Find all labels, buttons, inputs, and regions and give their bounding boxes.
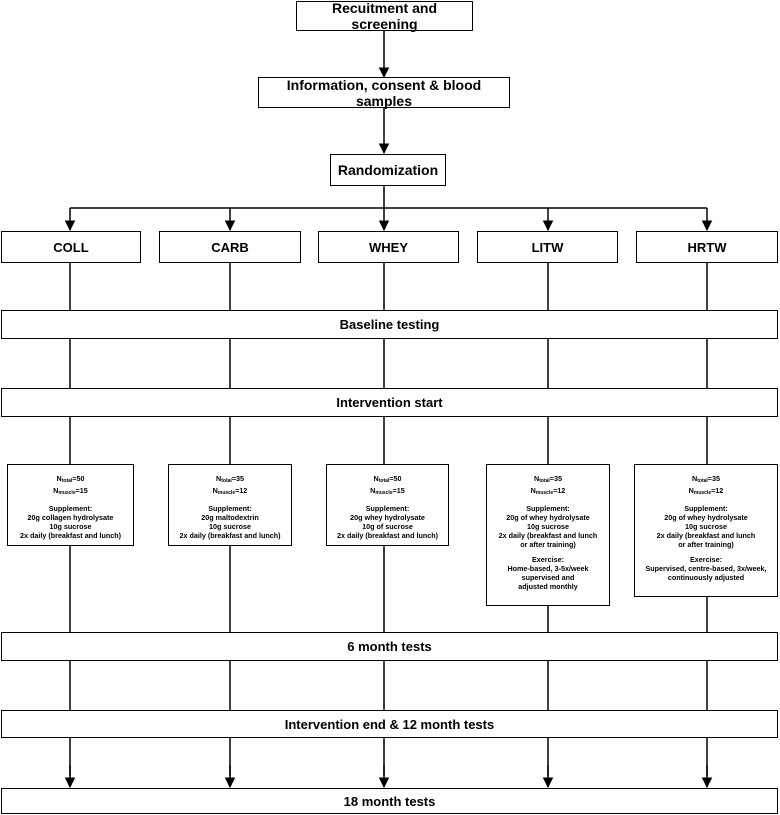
n-total: Ntotal=35 [216, 474, 244, 484]
arm-detail-litw: Ntotal=35 Nmuscle=12 Supplement: 20g of … [486, 464, 610, 606]
exercise-title: Exercise: [690, 555, 722, 564]
n-total: Ntotal=50 [56, 474, 85, 484]
eighteen-month-tests-label: 18 month tests [343, 793, 436, 809]
exercise-line: supervised and [521, 573, 575, 582]
exercise-line: adjusted monthly [518, 582, 578, 591]
arm-label: CARB [211, 239, 249, 255]
arm-label: HRTW [687, 239, 727, 255]
supplement-line: 2x daily (breakfast and lunch) [179, 531, 281, 540]
intervention-start-label: Intervention start [336, 395, 443, 410]
supplement-line: or after training) [520, 540, 576, 549]
exercise-line: Supervised, centre-based, 3x/week, [645, 564, 767, 573]
supplement-title: Supplement: [365, 504, 410, 513]
randomization-label: Randomization [337, 162, 439, 178]
arm-box-coll: COLL [1, 231, 141, 263]
randomization-box: Randomization [330, 154, 446, 186]
n-muscle: Nmuscle=12 [688, 486, 724, 496]
arm-label: WHEY [369, 239, 408, 255]
supplement-line: 10g of sucrose [362, 522, 413, 531]
supplement-line: 2x daily (breakfast and lunch) [336, 531, 439, 540]
exercise-title: Exercise: [532, 555, 564, 564]
six-month-tests-box: 6 month tests [1, 632, 778, 661]
n-muscle: Nmuscle=12 [212, 486, 248, 496]
supplement-title: Supplement: [684, 504, 728, 513]
arm-detail-carb: Ntotal=35 Nmuscle=12 Supplement: 20g mal… [168, 464, 292, 546]
supplement-line: 10g sucrose [49, 522, 92, 531]
consent-label: Information, consent & blood samples [286, 76, 482, 109]
six-month-tests-label: 6 month tests [347, 639, 432, 654]
arm-box-litw: LITW [477, 231, 618, 263]
intervention-start-box: Intervention start [1, 388, 778, 417]
n-muscle: Nmuscle=12 [530, 486, 566, 496]
recruitment-label: Recuitment and screening [331, 0, 437, 32]
arm-box-hrtw: HRTW [636, 231, 778, 263]
arm-box-whey: WHEY [318, 231, 459, 263]
arm-detail-hrtw: Ntotal=35 Nmuscle=12 Supplement: 20g of … [634, 464, 778, 597]
n-total: Ntotal=35 [692, 474, 720, 484]
supplement-line: 20g maltodextrin [201, 513, 259, 522]
supplement-line: 10g sucrose [527, 522, 569, 531]
n-total: Ntotal=50 [373, 474, 402, 484]
supplement-title: Supplement: [526, 504, 570, 513]
arm-detail-coll: Ntotal=50 Nmuscle=15 Supplement: 20g col… [7, 464, 134, 546]
exercise-line: Home-based, 3-5x/week [507, 564, 589, 573]
supplement-line: 20g collagen hydrolysate [27, 513, 114, 522]
recruitment-box: Recuitment and screening [296, 0, 473, 32]
baseline-testing-box: Baseline testing [1, 310, 778, 339]
n-muscle: Nmuscle=15 [370, 486, 405, 496]
baseline-testing-label: Baseline testing [339, 317, 440, 332]
supplement-line: 2x daily (breakfast and lunch [656, 531, 756, 540]
exercise-line: continuously adjusted [667, 573, 745, 582]
supplement-title: Supplement: [208, 504, 252, 513]
supplement-line: 2x daily (breakfast and lunch [498, 531, 598, 540]
supplement-line: or after training) [678, 540, 734, 549]
consent-box: Information, consent & blood samples [258, 76, 510, 109]
arm-detail-whey: Ntotal=50 Nmuscle=15 Supplement: 20g whe… [326, 464, 449, 546]
arm-label: COLL [53, 239, 89, 255]
intervention-end-box: Intervention end & 12 month tests [1, 710, 778, 738]
supplement-line: 20g of whey hydrolysate [506, 513, 590, 522]
n-total: Ntotal=35 [534, 474, 562, 484]
eighteen-month-tests-box: 18 month tests [1, 788, 778, 814]
arm-box-carb: CARB [159, 231, 301, 263]
supplement-line: 2x daily (breakfast and lunch) [19, 531, 122, 540]
arm-label: LITW [531, 239, 564, 255]
supplement-title: Supplement: [48, 504, 93, 513]
supplement-line: 10g sucrose [685, 522, 727, 531]
intervention-end-label: Intervention end & 12 month tests [284, 716, 495, 732]
supplement-line: 20g whey hydrolysate [350, 513, 425, 522]
n-muscle: Nmuscle=15 [53, 486, 88, 496]
supplement-line: 10g sucrose [209, 522, 251, 531]
supplement-line: 20g of whey hydrolysate [664, 513, 748, 522]
